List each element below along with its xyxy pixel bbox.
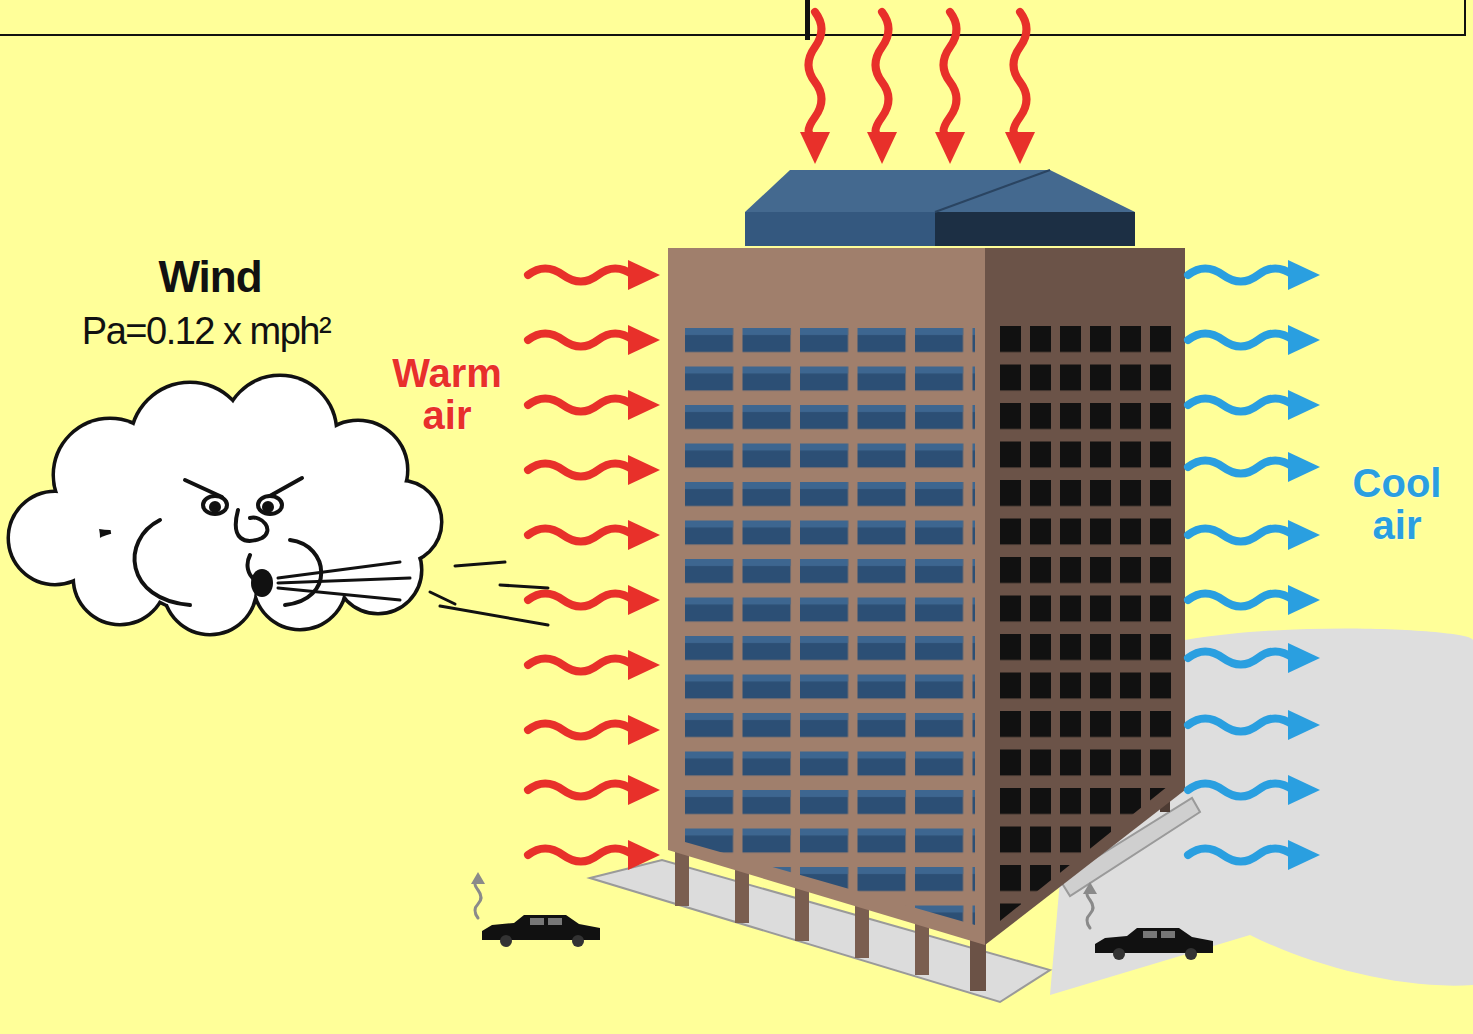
illustration-part [1188, 452, 1320, 482]
illustration-part [678, 320, 978, 930]
illustration-part [1188, 643, 1320, 673]
illustration-part [800, 12, 830, 164]
illustration-part [1113, 948, 1125, 960]
illustration-part [530, 918, 544, 925]
warm-air-label: Warm air [372, 352, 522, 436]
illustration-part [528, 390, 660, 420]
illustration-part [220, 430, 380, 590]
illustration-part [867, 12, 897, 164]
warm-air-arrows [528, 260, 660, 870]
illustration-part [220, 430, 380, 590]
illustration-part [1188, 840, 1320, 870]
illustration-part [745, 170, 1135, 212]
sun-heat-arrows [800, 12, 1035, 164]
illustration-part [528, 715, 660, 745]
wind-label: Wind [110, 254, 310, 300]
illustration-part [528, 325, 660, 355]
cars [471, 872, 1213, 960]
illustration-part [268, 478, 302, 497]
illustration-part [1188, 260, 1320, 290]
illustration-part [935, 12, 965, 164]
illustration-part [548, 918, 562, 925]
illustration-part [475, 882, 1093, 928]
illustration-part [482, 915, 600, 947]
illustration-part [1188, 390, 1320, 420]
illustration-part [455, 562, 505, 566]
illustration-part [970, 940, 986, 991]
illustration-part [915, 924, 929, 975]
illustration-part [211, 503, 219, 511]
illustration-part [251, 569, 273, 597]
header-panel [0, 0, 1465, 40]
illustration-part [1185, 948, 1197, 960]
illustration-part [985, 248, 1185, 945]
illustration-part [10, 493, 100, 583]
cool-air-label: Cool air [1337, 462, 1457, 546]
illustration-part [1087, 892, 1093, 928]
illustration-part [668, 248, 985, 945]
illustration-part [278, 562, 548, 625]
illustration-part [10, 377, 440, 633]
illustration-part [1188, 710, 1320, 740]
illustration-part [735, 870, 749, 923]
illustration-part [135, 478, 322, 605]
illustration-part [528, 650, 660, 680]
illustration-part [572, 935, 584, 947]
building [590, 170, 1200, 1002]
illustration-part [482, 915, 600, 940]
illustration-part [500, 585, 548, 588]
illustration-part [430, 592, 455, 604]
illustration-part [528, 840, 660, 870]
illustration-part [0, 0, 1465, 35]
illustration-part [1095, 928, 1213, 953]
illustration-part [236, 510, 268, 541]
illustration-part [471, 872, 485, 884]
cool-air-arrows [1188, 260, 1320, 870]
illustration-part [440, 606, 548, 625]
illustration-part [278, 562, 400, 578]
illustration-part [528, 585, 660, 615]
illustration-part [935, 170, 1050, 212]
illustration-part [528, 260, 660, 290]
illustration-part [1188, 520, 1320, 550]
illustration-part [1095, 928, 1213, 960]
illustration-part [264, 503, 272, 511]
illustration-part [10, 377, 440, 633]
illustration-part [745, 212, 935, 246]
illustration-part [995, 320, 1180, 930]
formula-label: Pa=0.12 x mph² [36, 312, 376, 352]
illustration-part [258, 496, 282, 514]
illustration-part [10, 493, 100, 583]
illustration-part [528, 775, 660, 805]
illustration-part [475, 882, 481, 918]
illustration-part [1188, 585, 1320, 615]
illustration-part [500, 935, 512, 947]
illustration-part [1161, 931, 1175, 938]
illustration-part [855, 906, 869, 958]
illustration-part [935, 212, 1135, 246]
illustration-part [135, 520, 190, 605]
illustration-part [1005, 12, 1035, 164]
illustration-part [675, 852, 689, 906]
illustration-part [1143, 931, 1157, 938]
illustration-part [528, 455, 660, 485]
illustration-part [528, 520, 660, 550]
illustration-part [1188, 325, 1320, 355]
illustration-part [1188, 775, 1320, 805]
illustration-part [278, 578, 410, 583]
illustration-part [805, 0, 810, 40]
illustration-part [203, 496, 227, 514]
illustration-part [1083, 882, 1097, 894]
illustration-part [278, 588, 400, 600]
illustration-part [795, 888, 809, 941]
